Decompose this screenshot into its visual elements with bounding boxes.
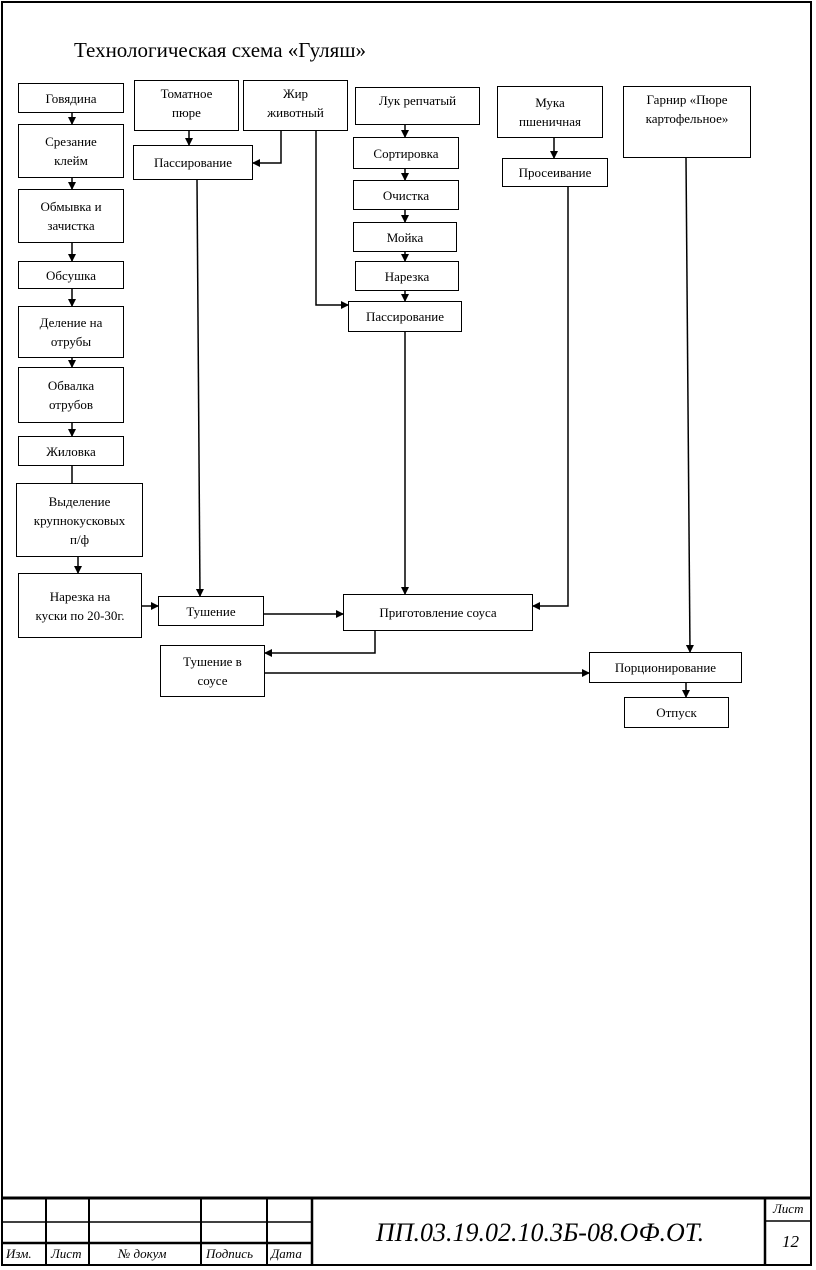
box-sift: Просеивание — [502, 158, 608, 187]
box-beef: Говядина — [18, 83, 124, 113]
stamp-col-change: Изм. — [6, 1246, 32, 1261]
arrow-fat-saute-onion — [315, 131, 349, 309]
stamp-col-sign: Подпись — [206, 1246, 253, 1261]
box-portion: Порционирование — [589, 652, 742, 683]
arrow-sauce-stew-sauce — [264, 631, 376, 657]
box-peel: Очистка — [353, 180, 459, 210]
box-sort: Сортировка — [353, 137, 459, 169]
stamp-col-sheet: Лист — [51, 1246, 82, 1261]
box-cut-pieces: Нарезка на куски по 20-30г. — [18, 573, 142, 638]
box-dry: Обсушка — [18, 261, 124, 289]
box-fat: Жир животный — [243, 80, 348, 131]
arrow-saute-stew — [195, 179, 204, 597]
box-saute-onion: Пассирование — [348, 301, 462, 332]
box-wash-clean: Обмывка и зачистка — [18, 189, 124, 243]
box-tomato: Томатное пюре — [134, 80, 239, 131]
document-code: ПП.03.19.02.10.3Б-08.ОФ.ОТ. — [375, 1218, 705, 1247]
box-divide: Деление на отрубы — [18, 306, 124, 358]
box-stew: Тушение — [158, 596, 264, 626]
stamp-col-date: Дата — [271, 1246, 302, 1261]
stamp-sheet-number: 12 — [782, 1232, 799, 1251]
arrow-sift-sauce — [532, 187, 569, 610]
box-sauce: Приготовление соуса — [343, 594, 533, 631]
box-onion: Лук репчатый — [355, 87, 480, 125]
stamp-sheet-label: Лист — [773, 1201, 804, 1216]
box-garnish: Гарнир «Пюре картофельное» — [623, 86, 751, 158]
stamp-col-doc: № докум — [118, 1246, 167, 1261]
box-select-pieces: Выделение крупнокусковых п/ф — [16, 483, 143, 557]
box-flour: Мука пшеничная — [497, 86, 603, 138]
arrow-garnish-portion — [685, 157, 694, 653]
box-stew-in-sauce: Тушение в соусе — [160, 645, 265, 697]
box-wash: Мойка — [353, 222, 457, 252]
box-saute-tomato: Пассирование — [133, 145, 253, 180]
arrow-fat-saute — [252, 131, 282, 167]
diagram-title: Технологическая схема «Гуляш» — [74, 38, 366, 62]
box-serve: Отпуск — [624, 697, 729, 728]
box-trim: Жиловка — [18, 436, 124, 466]
box-debone: Обвалка отрубов — [18, 367, 124, 423]
box-slice: Нарезка — [355, 261, 459, 291]
box-cut-stamps: Срезание клейм — [18, 124, 124, 178]
